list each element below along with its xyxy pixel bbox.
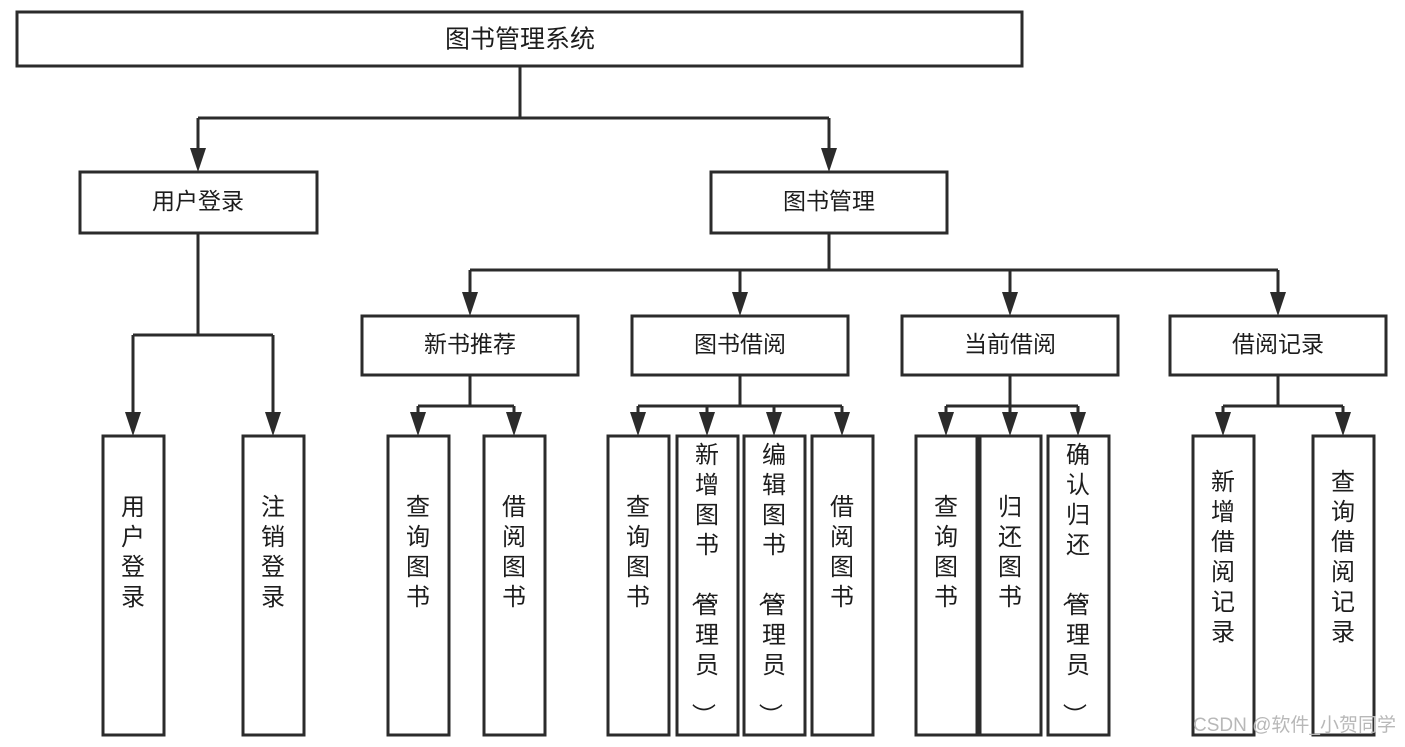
arrow-current-leaf1 [938, 412, 954, 436]
arrow-current-leaf3 [1070, 412, 1086, 436]
arrow-to-book-mgmt [821, 148, 837, 172]
arrow-new-book-leaf1 [410, 412, 426, 436]
leaf-current-3-label: 确认归还（管理员） [1060, 442, 1090, 727]
leaf-borrow-2-label: 新增图书（管理员） [689, 442, 719, 727]
node-borrow-record-label: 借阅记录 [1232, 331, 1324, 357]
arrow-user-login-leaf2 [265, 412, 281, 436]
leaf-user-login-2[interactable]: 注销登录 [241, 434, 306, 737]
node-book-borrow-label: 图书借阅 [694, 331, 786, 357]
node-book-borrow-box[interactable] [630, 314, 850, 377]
arrow-borrow-leaf1 [630, 412, 646, 436]
node-user-login-box[interactable] [78, 170, 319, 235]
arrow-user-login-leaf1 [125, 412, 141, 436]
leaf-borrow-3-box[interactable] [742, 434, 807, 737]
leaf-borrow-3-label: 编辑图书（管理员） [756, 442, 786, 727]
leaf-user-login-1-box[interactable] [101, 434, 166, 737]
leaf-borrow-4[interactable]: 借阅图书 [810, 434, 875, 737]
leaf-record-1[interactable]: 新增借阅记录 [1191, 434, 1256, 737]
leaf-new-book-1[interactable]: 查询图书 [386, 434, 451, 737]
leaf-borrow-4-box[interactable] [810, 434, 875, 737]
leaf-record-1-box[interactable] [1191, 434, 1256, 737]
arrow-borrow-leaf4 [834, 412, 850, 436]
node-book-borrow[interactable]: 图书借阅 [630, 314, 850, 377]
arrow-current-leaf2 [1002, 412, 1018, 436]
leaf-new-book-1-box[interactable] [386, 434, 451, 737]
leaf-current-3-box[interactable] [1046, 434, 1111, 737]
leaf-new-book-2[interactable]: 借阅图书 [482, 434, 547, 737]
leaf-new-book-2-label: 借阅图书 [502, 494, 526, 611]
leaf-borrow-1[interactable]: 查询图书 [606, 434, 671, 737]
arrow-borrow-leaf3 [766, 412, 782, 436]
arrow-to-record [1270, 292, 1286, 316]
arrow-new-book-leaf2 [506, 412, 522, 436]
leaf-borrow-2-box[interactable] [675, 434, 740, 737]
arrow-record-leaf1 [1215, 412, 1231, 436]
leaf-current-1[interactable]: 查询图书 [914, 434, 979, 737]
node-new-book-recommend-box[interactable] [360, 314, 580, 377]
node-root-label: 图书管理系统 [445, 26, 595, 54]
leaf-current-1-box[interactable] [914, 434, 979, 737]
leaf-record-2-label: 查询借阅记录 [1331, 469, 1355, 646]
leaf-user-login-2-label: 注销登录 [261, 494, 285, 611]
leaf-record-2-box[interactable] [1311, 434, 1376, 737]
node-book-management-label: 图书管理 [783, 188, 875, 214]
leaf-record-2[interactable]: 查询借阅记录 [1311, 434, 1376, 737]
leaf-user-login-1-label: 用户登录 [121, 494, 145, 611]
leaf-new-book-2-box[interactable] [482, 434, 547, 737]
node-borrow-record-box[interactable] [1168, 314, 1388, 377]
node-user-login-label: 用户登录 [152, 188, 244, 214]
node-current-borrow[interactable]: 当前借阅 [900, 314, 1120, 377]
leaf-borrow-4-label: 借阅图书 [830, 494, 854, 611]
watermark-label: CSDN @软件_小贺同学 [1193, 714, 1396, 736]
leaf-borrow-1-label: 查询图书 [626, 494, 650, 611]
arrow-record-leaf2 [1335, 412, 1351, 436]
leaf-current-3[interactable]: 确认归还（管理员） [1046, 434, 1111, 737]
arrow-to-current [1002, 292, 1018, 316]
arrow-to-new-book [462, 292, 478, 316]
arrow-borrow-leaf2 [699, 412, 715, 436]
leaf-borrow-3[interactable]: 编辑图书（管理员） [742, 434, 807, 737]
node-new-book-recommend-label: 新书推荐 [424, 331, 516, 357]
leaf-current-2-box[interactable] [978, 434, 1043, 737]
leaf-user-login-1[interactable]: 用户登录 [101, 434, 166, 737]
arrow-to-borrow [732, 292, 748, 316]
leaf-user-login-2-box[interactable] [241, 434, 306, 737]
leaf-current-2-label: 归还图书 [998, 494, 1022, 611]
leaf-new-book-1-label: 查询图书 [406, 494, 430, 611]
leaf-borrow-2[interactable]: 新增图书（管理员） [675, 434, 740, 737]
node-user-login[interactable]: 用户登录 [78, 170, 319, 235]
leaf-record-1-label: 新增借阅记录 [1211, 469, 1235, 646]
arrow-to-user-login [190, 148, 206, 172]
node-new-book-recommend[interactable]: 新书推荐 [360, 314, 580, 377]
node-current-borrow-box[interactable] [900, 314, 1120, 377]
node-current-borrow-label: 当前借阅 [964, 331, 1056, 357]
leaf-current-2[interactable]: 归还图书 [978, 434, 1043, 737]
node-root-box[interactable] [15, 10, 1024, 68]
leaf-borrow-1-box[interactable] [606, 434, 671, 737]
node-book-management-box[interactable] [709, 170, 949, 235]
node-book-management[interactable]: 图书管理 [709, 170, 949, 235]
node-root-system[interactable]: 图书管理系统 [15, 10, 1024, 68]
leaf-current-1-label: 查询图书 [934, 494, 958, 611]
connector-layer [125, 66, 1351, 436]
node-borrow-record[interactable]: 借阅记录 [1168, 314, 1388, 377]
